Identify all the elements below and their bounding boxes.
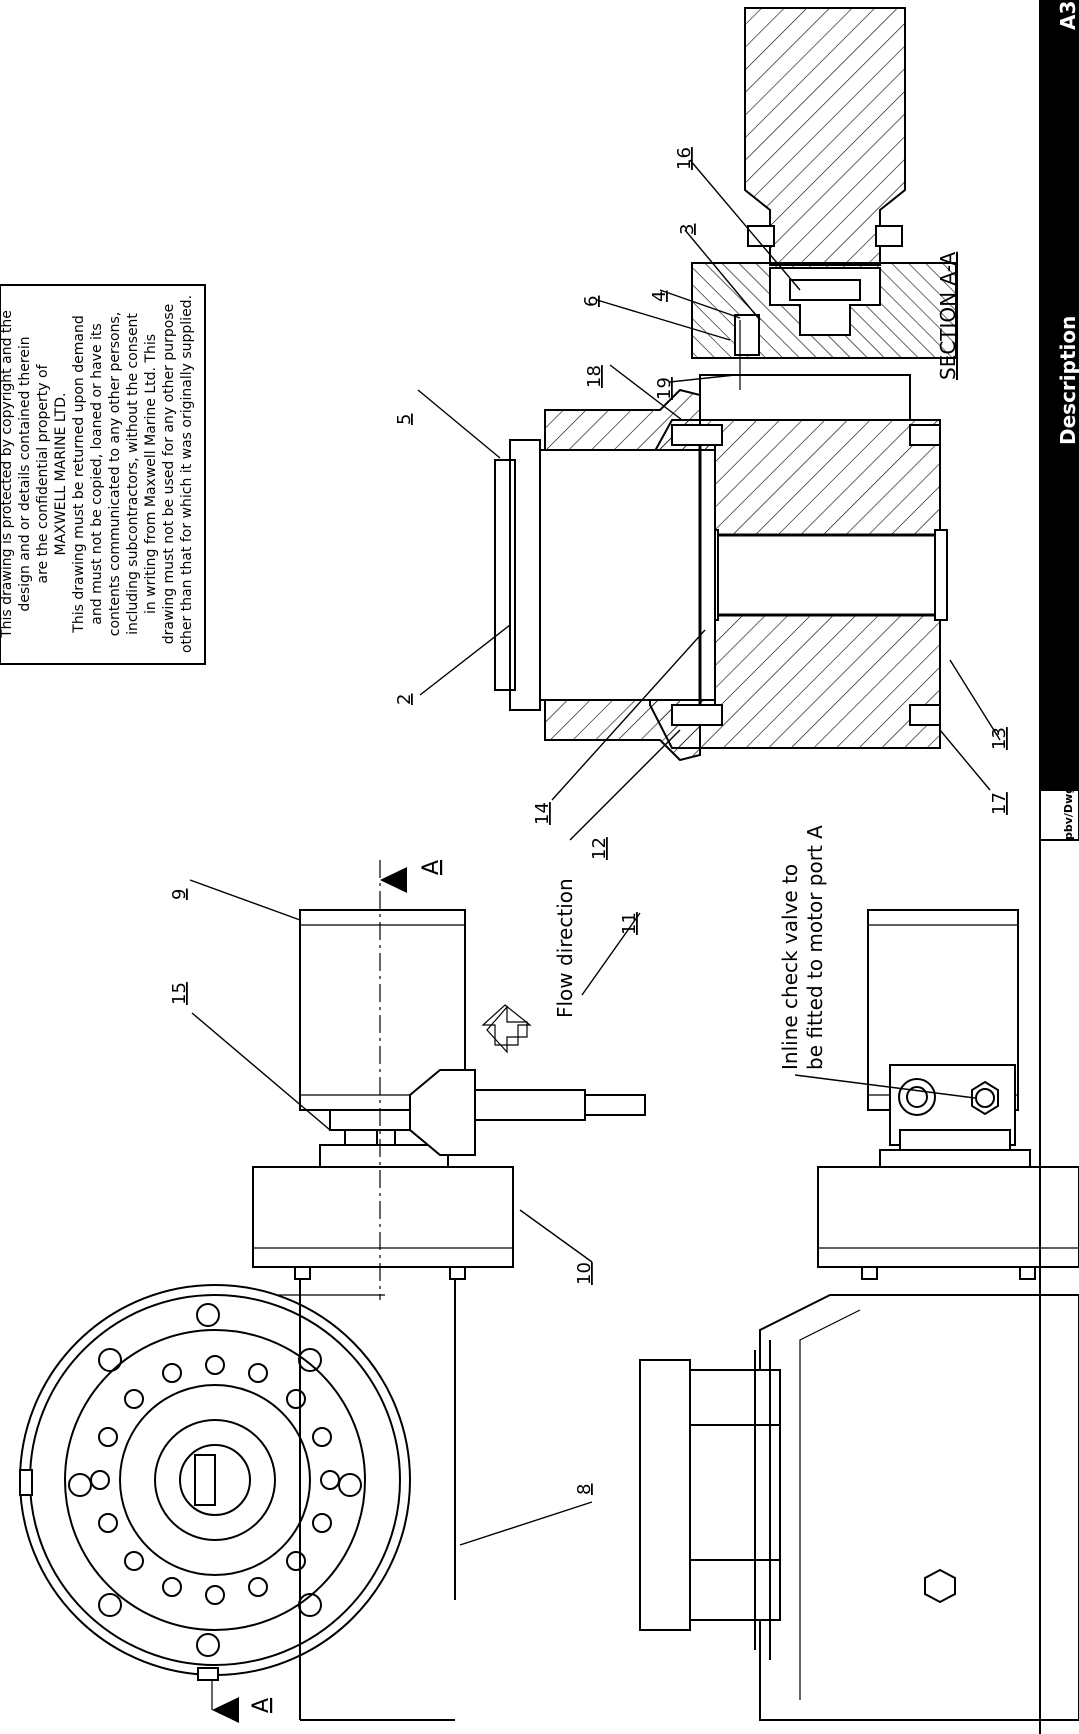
- side-view: Inline check valve to be fitted to motor…: [639, 825, 1079, 1721]
- balloon-15: 15: [169, 982, 190, 1005]
- balloon-5: 5: [394, 414, 415, 425]
- copyright-line-4: MAXWELL MARINE LTD.: [53, 393, 69, 556]
- copyright-line-3: are the confidential property of: [35, 363, 51, 583]
- balloon-16: 16: [674, 147, 695, 170]
- section-arrow-top: [380, 867, 407, 893]
- balloon-19: 19: [654, 377, 675, 400]
- copyright-line-5: This drawing must be returned upon deman…: [71, 315, 87, 633]
- elevation-flange-block: [252, 1166, 514, 1268]
- copyright-line-8: including subcontractors, without the co…: [125, 313, 141, 635]
- sheet-size-label: A3: [1056, 1, 1079, 30]
- copyright-line-2: design and or details contained therein: [17, 336, 33, 611]
- balloon-14: 14: [532, 802, 553, 825]
- dwg-no-label: pbv/Dwg No.: [1062, 761, 1075, 840]
- balloon-6: 6: [581, 296, 602, 307]
- balloon-11: 11: [619, 912, 640, 935]
- check-valve-note-line1: Inline check valve to: [778, 864, 802, 1070]
- copyright-line-11: other than that for which it was origina…: [179, 295, 195, 653]
- section-title: SECTION A-A: [936, 252, 960, 380]
- balloon-3: 3: [677, 224, 698, 235]
- balloon-10: 10: [574, 1262, 595, 1285]
- copyright-notice: This drawing is protected by copyright a…: [0, 284, 206, 665]
- section-view: SECTION A-A 2 5 18 6 4 3 16 19 14 12 17 …: [394, 7, 1010, 860]
- title-block: Description A3 pbv/Dwg No.: [1039, 0, 1079, 1734]
- copyright-line-1: This drawing is protected by copyright a…: [0, 310, 15, 639]
- elevation-view: A A: [19, 860, 646, 1723]
- balloon-17: 17: [989, 792, 1010, 815]
- balloon-12: 12: [589, 837, 610, 860]
- copyright-line-9: in writing from Maxwell Marine Ltd. This: [143, 334, 159, 614]
- balloon-2: 2: [394, 694, 415, 705]
- side-valve-body: [759, 1294, 1079, 1721]
- balloon-8: 8: [574, 1484, 595, 1495]
- balloon-9: 9: [169, 889, 190, 900]
- balloon-18: 18: [584, 365, 605, 388]
- side-drain-plug: [924, 1568, 956, 1604]
- flow-direction-arrow: [486, 1005, 528, 1054]
- balloon-4: 4: [649, 291, 670, 302]
- copyright-line-6: and must not be copied, loaned or have i…: [89, 323, 105, 624]
- copyright-line-10: drawing must not be used for any other p…: [161, 304, 177, 644]
- description-label: Description: [1056, 316, 1079, 445]
- flange-bolt-holes: [68, 1303, 362, 1657]
- section-marker-bottom: A: [249, 1698, 274, 1713]
- check-valve-note-line2: be fitted to motor port A: [803, 825, 827, 1070]
- section-arrow-bottom: [212, 1697, 239, 1723]
- copyright-line-7: contents communicated to any other perso…: [107, 312, 123, 636]
- flow-direction-label: Flow direction: [553, 878, 577, 1018]
- section-marker-top: A: [419, 860, 444, 875]
- balloon-13: 13: [989, 727, 1010, 750]
